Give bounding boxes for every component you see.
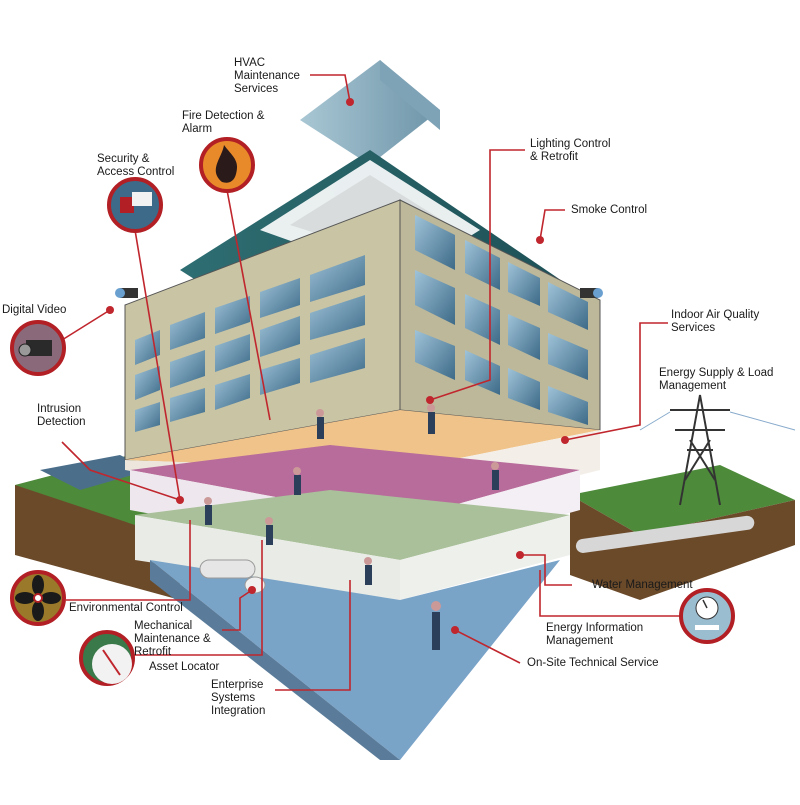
leader-dots <box>106 98 569 634</box>
label-intrusion: Intrusion Detection <box>37 403 86 428</box>
compass-icon <box>79 630 135 686</box>
label-mechanical: Mechanical Maintenance & Retrofit <box>134 620 211 658</box>
fan-icon <box>10 570 66 626</box>
rooftop-camera-left <box>115 288 138 298</box>
rooftop-camera-right <box>580 288 603 298</box>
cutaway-floor-3 <box>135 490 570 600</box>
windows-left <box>135 255 365 432</box>
label-water: Water Management <box>592 579 693 591</box>
camera-icon <box>10 320 66 376</box>
label-enterprise: Enterprise Systems Integration <box>211 679 266 717</box>
power-tower <box>639 394 796 506</box>
label-fire: Fire Detection & Alarm <box>182 110 265 135</box>
keycard-icon <box>107 177 163 233</box>
ground-right <box>570 465 795 600</box>
cutaway-basement <box>150 560 560 760</box>
label-lighting: Lighting Control & Retrofit <box>530 138 611 163</box>
flame-icon <box>199 137 255 193</box>
leader-lines <box>61 74 680 691</box>
windows-right <box>415 215 588 425</box>
label-asset: Asset Locator <box>149 661 220 673</box>
label-digital-video: Digital Video <box>2 304 67 316</box>
label-hvac: HVAC Maintenance Services <box>234 57 300 95</box>
label-energy-supply: Energy Supply & Load Management <box>659 367 774 392</box>
hvac-tower <box>300 60 440 165</box>
label-iaq: Indoor Air Quality Services <box>671 309 760 334</box>
label-onsite: On-Site Technical Service <box>527 657 659 669</box>
label-energy-info: Energy Information Management <box>546 622 644 647</box>
label-security: Security & Access Control <box>97 153 175 178</box>
gauge-icon <box>679 588 735 644</box>
people <box>204 404 499 650</box>
label-smoke: Smoke Control <box>571 204 648 216</box>
label-environmental: Environmental Control <box>69 602 183 614</box>
